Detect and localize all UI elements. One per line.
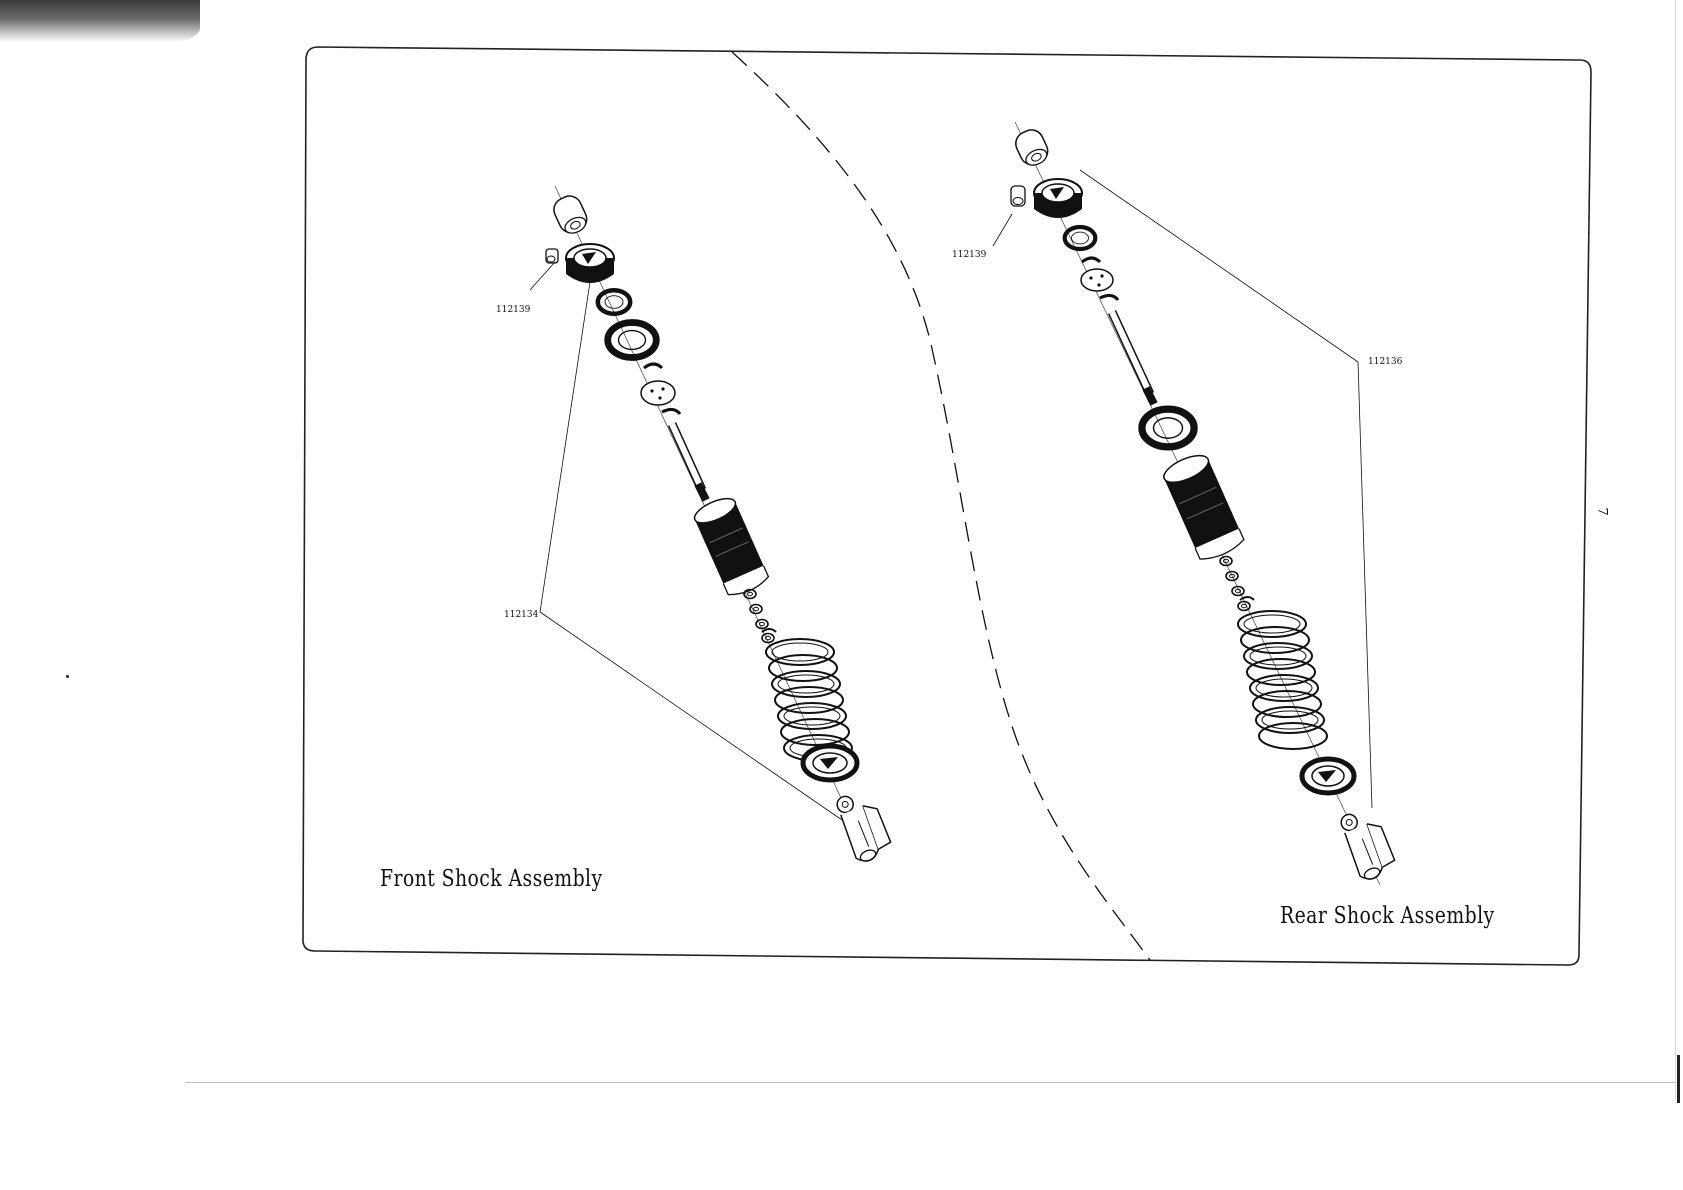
rear-part-label-112139: 112139 [952, 250, 986, 260]
page-number: 7 [1595, 507, 1610, 515]
rear-spring [1238, 611, 1327, 749]
panel-border [303, 47, 1591, 965]
front-shock-title: Front Shock Assembly [380, 866, 603, 892]
rear-shock-drawing [993, 122, 1398, 885]
rear-shock-title: Rear Shock Assembly [1280, 903, 1495, 929]
front-part-label-112134: 112134 [504, 610, 538, 620]
front-spring [766, 639, 852, 761]
front-part-label-112139: 112139 [496, 305, 530, 315]
divider-dashed-line [732, 52, 1150, 960]
front-shock-drawing [530, 186, 894, 865]
rear-part-label-112136: 112136 [1368, 357, 1402, 367]
